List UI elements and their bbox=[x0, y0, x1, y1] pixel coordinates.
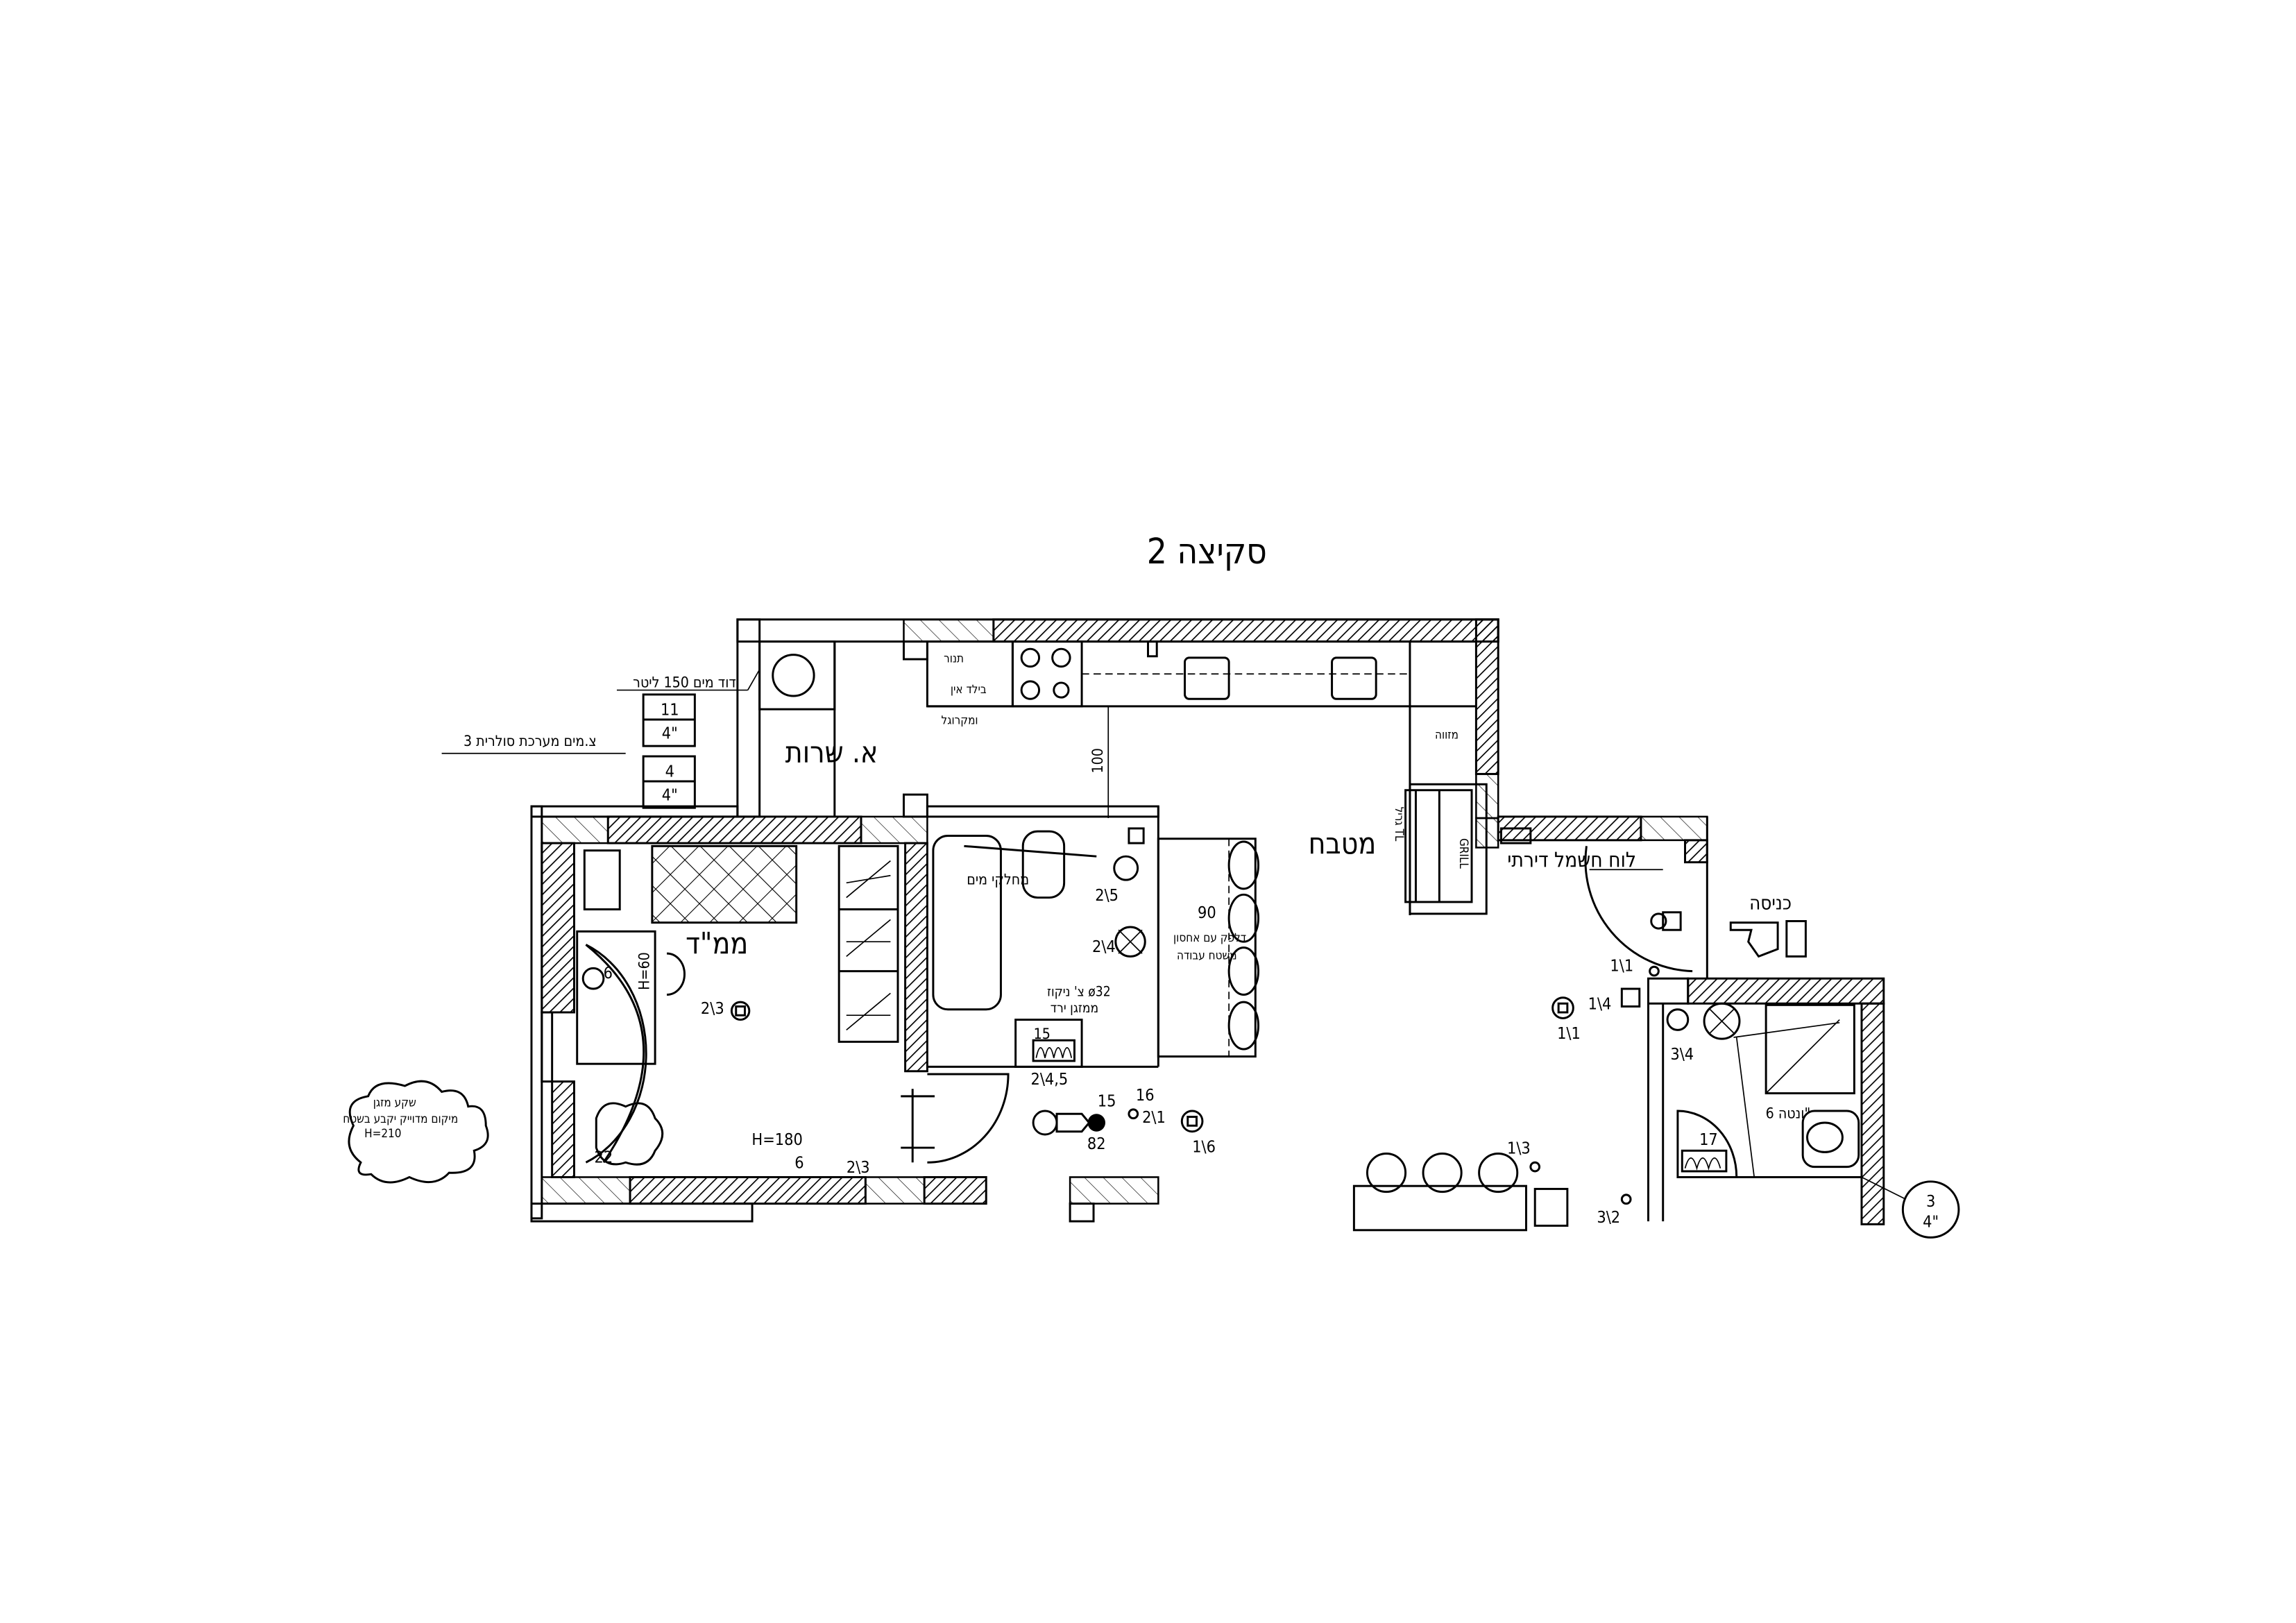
circuit-label: 1\4 bbox=[1588, 995, 1612, 1014]
bar-work-label: משטח עבודה bbox=[1177, 949, 1237, 962]
twenty-two-label: 22 bbox=[595, 1148, 613, 1166]
circuit-label: 15 bbox=[1098, 1092, 1116, 1111]
pipe-box-1-bottom: 4" bbox=[662, 724, 678, 743]
circuit-label: 2\5 bbox=[1095, 886, 1119, 905]
water-distributor-label: מחלקי מים bbox=[967, 870, 1029, 887]
circuit-label: 16 bbox=[1136, 1086, 1155, 1105]
water-heater-label: דוד מים 150 ליטר bbox=[633, 673, 736, 690]
top-block-walls bbox=[736, 618, 1499, 819]
sink-1 bbox=[1184, 656, 1230, 700]
dimension-100: 100 bbox=[1089, 748, 1106, 773]
ac-note-line2: מיקום מדוייק יקבע בשטח bbox=[343, 1112, 458, 1125]
room-label-entrance: כניסה bbox=[1749, 892, 1792, 915]
pantry-label: מזווה bbox=[1435, 728, 1459, 742]
grill-label: GRILL bbox=[1457, 838, 1471, 869]
ac-note-cloud bbox=[348, 1080, 489, 1184]
circuit-label: 3\2 bbox=[1597, 1208, 1620, 1227]
kitchen-counter bbox=[926, 640, 1411, 916]
pointing-hand-icon bbox=[1729, 919, 1807, 958]
bar-counter bbox=[1157, 838, 1260, 1058]
bed bbox=[576, 930, 656, 1065]
riser-circle-top: 3 bbox=[1926, 1192, 1935, 1211]
microwave-label: ומקרוגל bbox=[942, 713, 978, 726]
main-walls bbox=[530, 805, 1159, 1223]
drawing-title: סקיצה 2 bbox=[1147, 532, 1267, 572]
from-ac-label: ממזגן ירד bbox=[1051, 1001, 1098, 1016]
bar-storage-label: דלפק עם אחסון bbox=[1173, 931, 1246, 944]
wardrobe bbox=[837, 844, 899, 1043]
ac-note-line3: H=210 bbox=[364, 1126, 401, 1140]
circuit-label: 2\1 bbox=[1142, 1108, 1166, 1127]
circuit-label: 2\4 bbox=[1092, 937, 1116, 956]
sink-2 bbox=[1331, 656, 1377, 700]
circuit-label: 1\1 bbox=[1557, 1024, 1581, 1043]
drain-pipe-label: צ' ניקוז ø32 bbox=[1047, 985, 1111, 1000]
outlet-icon bbox=[1551, 996, 1574, 1019]
toilet-icon bbox=[1113, 855, 1139, 881]
switch-icon bbox=[1128, 1108, 1139, 1120]
bathroom bbox=[932, 827, 1146, 1068]
fifteen-label: 15 bbox=[1034, 1025, 1051, 1042]
ac-note-line1: שקע מזגן bbox=[373, 1096, 416, 1110]
pipe-box-1-top: 11 bbox=[661, 701, 679, 720]
solar-label: 3 צ.מים מערכת סולרית bbox=[464, 732, 597, 749]
oven-label: תנור bbox=[944, 651, 964, 665]
six-label-b: 6 bbox=[794, 1154, 803, 1173]
h180-label: H=180 bbox=[751, 1130, 802, 1149]
outlet-icon bbox=[730, 1001, 751, 1021]
circuit-label: 2\3 bbox=[701, 999, 724, 1018]
six-label-a: 6 bbox=[604, 964, 613, 983]
room-label-safe-room: ממ"ד bbox=[686, 927, 748, 961]
circuit-label: 1\1 bbox=[1610, 957, 1633, 976]
pipe-box-2-top: 4 bbox=[665, 763, 674, 781]
grill-tl-label: גריל TL bbox=[1393, 807, 1406, 842]
bathtub bbox=[932, 835, 1002, 1011]
light-icon bbox=[1087, 1114, 1106, 1132]
riser-circle-bottom: 4" bbox=[1923, 1213, 1939, 1232]
seventeen-label: 17 bbox=[1699, 1130, 1718, 1149]
entrance-walls bbox=[1497, 815, 1885, 1225]
guest-bathroom bbox=[1666, 1002, 1862, 1178]
electric-panel-label: לוח חשמל דירתי bbox=[1507, 847, 1636, 872]
vent-label: ונטה 6" bbox=[1766, 1105, 1811, 1122]
washing-machine bbox=[772, 654, 815, 697]
h60-label: H=60 bbox=[636, 952, 653, 990]
pipe-box-2-bottom: 4" bbox=[662, 786, 678, 805]
circuit-label: 82 bbox=[1087, 1135, 1106, 1153]
circuit-label: 1\3 bbox=[1507, 1139, 1531, 1158]
dining-table bbox=[1352, 1153, 1569, 1232]
circuit-label: 2\4,5 bbox=[1031, 1070, 1069, 1089]
circuit-label: 3\4 bbox=[1670, 1045, 1694, 1064]
circuit-label: 1\6 bbox=[1192, 1137, 1216, 1156]
circuit-label: 2\3 bbox=[847, 1158, 870, 1177]
room-label-kitchen: מטבח bbox=[1309, 827, 1377, 861]
built-in-label: בילד אין bbox=[951, 682, 987, 696]
outlet-icon bbox=[1180, 1110, 1204, 1133]
bar-90-label: 90 bbox=[1198, 903, 1216, 922]
room-label-service: א. שרות bbox=[785, 736, 878, 770]
crosshatch-storage bbox=[651, 844, 798, 924]
